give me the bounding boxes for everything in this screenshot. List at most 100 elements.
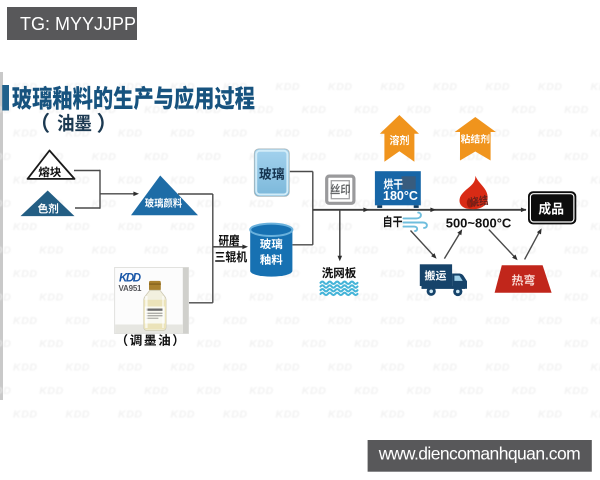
svg-text:KDD: KDD <box>354 338 378 350</box>
svg-text:KDD: KDD <box>538 174 562 186</box>
svg-text:KDD: KDD <box>197 338 221 350</box>
svg-text:KDD: KDD <box>459 104 483 116</box>
svg-text:KDD: KDD <box>171 128 195 140</box>
svg-text:KDD: KDD <box>328 408 352 420</box>
svg-text:KDD: KDD <box>433 221 457 233</box>
svg-text:KDD: KDD <box>302 338 326 350</box>
svg-text:KDD: KDD <box>276 128 300 140</box>
svg-text:KDD: KDD <box>13 408 37 420</box>
svg-text:180°C: 180°C <box>383 189 418 203</box>
svg-text:KDD: KDD <box>512 151 536 163</box>
svg-text:KDD: KDD <box>354 291 378 303</box>
svg-text:KDD: KDD <box>0 245 11 257</box>
svg-text:KDD: KDD <box>302 245 326 257</box>
svg-text:KDD: KDD <box>302 151 326 163</box>
svg-text:KDD: KDD <box>171 174 195 186</box>
svg-text:KDD: KDD <box>39 338 63 350</box>
svg-text:KDD: KDD <box>512 104 536 116</box>
svg-text:KDD: KDD <box>381 81 405 93</box>
svg-text:KDD: KDD <box>538 362 562 374</box>
svg-text:KDD: KDD <box>591 81 600 93</box>
svg-text:KDD: KDD <box>538 128 562 140</box>
svg-text:KDD: KDD <box>66 362 90 374</box>
svg-text:KDD: KDD <box>591 315 600 327</box>
svg-text:KDD: KDD <box>249 291 273 303</box>
svg-text:KDD: KDD <box>197 104 221 116</box>
svg-text:KDD: KDD <box>39 245 63 257</box>
svg-text:KDD: KDD <box>381 221 405 233</box>
svg-text:KDD: KDD <box>564 338 588 350</box>
svg-text:KDD: KDD <box>249 338 273 350</box>
svg-text:KDD: KDD <box>407 104 431 116</box>
svg-text:KDD: KDD <box>486 174 510 186</box>
svg-text:KDD: KDD <box>302 385 326 397</box>
svg-text:KDD: KDD <box>0 291 11 303</box>
svg-text:KDD: KDD <box>512 245 536 257</box>
svg-text:KDD: KDD <box>433 81 457 93</box>
svg-text:KDD: KDD <box>276 315 300 327</box>
svg-text:KDD: KDD <box>328 128 352 140</box>
svg-text:KDD: KDD <box>144 245 168 257</box>
svg-text:KDD: KDD <box>92 338 116 350</box>
svg-text:KDD: KDD <box>223 128 247 140</box>
svg-text:KDD: KDD <box>92 245 116 257</box>
svg-text:KDD: KDD <box>459 291 483 303</box>
svg-text:KDD: KDD <box>249 198 273 210</box>
svg-text:KDD: KDD <box>197 198 221 210</box>
svg-text:KDD: KDD <box>171 221 195 233</box>
svg-text:KDD: KDD <box>0 151 11 163</box>
svg-text:KDD: KDD <box>197 291 221 303</box>
svg-text:KDD: KDD <box>538 408 562 420</box>
svg-text:KDD: KDD <box>564 291 588 303</box>
svg-text:KDD: KDD <box>66 408 90 420</box>
svg-text:KDD: KDD <box>354 385 378 397</box>
svg-text:KDD: KDD <box>459 245 483 257</box>
svg-text:KDD: KDD <box>486 408 510 420</box>
svg-text:KDD: KDD <box>118 362 142 374</box>
svg-text:KDD: KDD <box>118 408 142 420</box>
svg-text:KDD: KDD <box>223 174 247 186</box>
svg-text:KDD: KDD <box>486 221 510 233</box>
svg-text:KDD: KDD <box>144 385 168 397</box>
svg-text:TG: MYYJJPP: TG: MYYJJPP <box>20 14 136 34</box>
svg-text:KDD: KDD <box>13 221 37 233</box>
svg-text:500~800°C: 500~800°C <box>446 215 512 230</box>
svg-text:KDD: KDD <box>591 408 600 420</box>
svg-text:KDD: KDD <box>0 198 11 210</box>
svg-text:KDD: KDD <box>249 385 273 397</box>
svg-text:KDD: KDD <box>66 221 90 233</box>
svg-text:KDD: KDD <box>564 245 588 257</box>
svg-text:KDD: KDD <box>564 385 588 397</box>
svg-text:KDD: KDD <box>433 315 457 327</box>
svg-text:KDD: KDD <box>171 408 195 420</box>
svg-text:KDD: KDD <box>433 408 457 420</box>
svg-text:www.diencomanhquan.com: www.diencomanhquan.com <box>378 444 581 464</box>
svg-text:KDD: KDD <box>276 362 300 374</box>
svg-text:KDD: KDD <box>13 362 37 374</box>
svg-text:KDD: KDD <box>92 291 116 303</box>
svg-text:KDD: KDD <box>0 338 11 350</box>
svg-text:KDD: KDD <box>223 408 247 420</box>
svg-text:KDD: KDD <box>381 408 405 420</box>
svg-text:KDD: KDD <box>144 151 168 163</box>
svg-text:KDD: KDD <box>328 315 352 327</box>
svg-text:KDD: KDD <box>381 362 405 374</box>
svg-text:KDD: KDD <box>486 362 510 374</box>
svg-text:KDD: KDD <box>66 268 90 280</box>
svg-text:KDD: KDD <box>223 362 247 374</box>
svg-text:KDD: KDD <box>591 362 600 374</box>
svg-text:KDD: KDD <box>381 315 405 327</box>
svg-text:KDD: KDD <box>354 151 378 163</box>
svg-text:KDD: KDD <box>144 104 168 116</box>
svg-text:KDD: KDD <box>276 408 300 420</box>
svg-text:KDD: KDD <box>92 151 116 163</box>
svg-text:KDD: KDD <box>92 198 116 210</box>
svg-text:KDD: KDD <box>13 128 37 140</box>
svg-text:KDD: KDD <box>276 81 300 93</box>
svg-text:KDD: KDD <box>486 315 510 327</box>
svg-text:KDD: KDD <box>538 315 562 327</box>
svg-text:KDD: KDD <box>197 385 221 397</box>
svg-text:KDD: KDD <box>564 104 588 116</box>
svg-text:KDD: KDD <box>433 362 457 374</box>
svg-text:KDD: KDD <box>591 174 600 186</box>
